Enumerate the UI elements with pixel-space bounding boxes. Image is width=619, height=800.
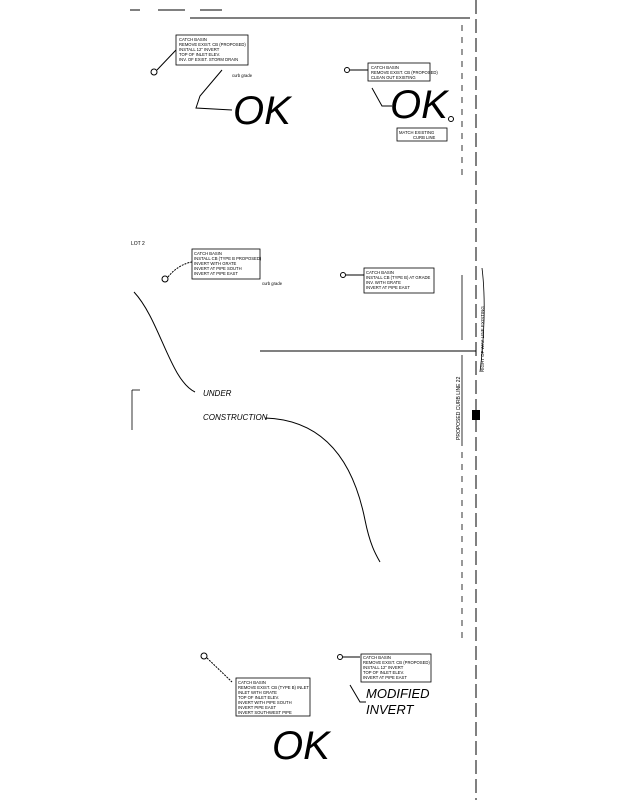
annotation-text: CATCH BASIN xyxy=(194,251,222,256)
lot-label: LOT 2 xyxy=(131,241,145,247)
callout-3: CATCH BASIN INSTALL CB (TYPE B PROPOSED)… xyxy=(161,248,283,286)
invert-label: INVERT xyxy=(366,702,414,717)
manhole-symbol xyxy=(472,410,480,420)
annotation-text: CATCH BASIN xyxy=(179,37,207,42)
construction-label: CONSTRUCTION xyxy=(203,413,268,422)
annotation-text: INSTALL CB (TYPE B PROPOSED) xyxy=(194,256,262,261)
annotation-text: INLET WITH GRATE xyxy=(238,690,277,695)
ok-stamp: OK xyxy=(390,83,450,127)
annotation-text: INVERT PIPE EAST xyxy=(238,705,276,710)
annotation-text: curb grade xyxy=(262,281,283,286)
annotation-text: CATCH BASIN xyxy=(363,655,391,660)
annotation-text: INV. WITH GRATE xyxy=(366,280,401,285)
annotation-text: INSTALL CB (TYPE B) AT GRADE xyxy=(366,275,431,280)
annotation-text: CATCH BASIN xyxy=(371,65,399,70)
callout-5: CATCH BASIN REMOVE EXIST. CB (TYPE B) IN… xyxy=(200,652,311,717)
annotation-text: CURB LINE xyxy=(413,135,436,140)
property-line-top xyxy=(130,9,470,19)
annotation-text: curb grade xyxy=(232,73,253,78)
annotation-text: INVERT AT PIPE SOUTH xyxy=(194,266,242,271)
annotation-text: INSTALL 12" INVERT xyxy=(179,47,220,52)
annotation-text: TOP OF INLET ELEV. xyxy=(179,52,220,57)
annotation-text: INVERT WITH PIPE SOUTH xyxy=(238,700,292,705)
curb-line-label: PROPOSED CURB LINE 22 xyxy=(456,376,462,440)
construction-boundary-curve xyxy=(133,291,196,393)
ok-stamp: OK xyxy=(272,724,332,768)
construction-boundary-curve-2 xyxy=(264,417,381,563)
callout-2: CATCH BASIN REMOVE EXIST. CB (PROPOSED) … xyxy=(344,62,454,142)
annotation-text: CLEAN OUT EXISTING xyxy=(371,75,416,80)
edge-marks xyxy=(131,389,140,430)
callout-6: CATCH BASIN REMOVE EXIST. CB (PROPOSED) … xyxy=(337,653,432,703)
annotation-text: INVERT AT PIPE EAST xyxy=(363,675,407,680)
annotation-text: REMOVE EXIST. CB (PROPOSED) xyxy=(179,42,246,47)
modified-label: MODIFIED xyxy=(366,686,430,701)
annotation-text: CATCH BASIN xyxy=(238,680,266,685)
annotation-text: INVERT SOUTHWEST PIPE xyxy=(238,710,292,715)
annotation-text: INVERT WITH GRATE xyxy=(194,261,237,266)
annotation-text: REMOVE EXIST. CB (PROPOSED) xyxy=(371,70,438,75)
annotation-text: INVERT AT PIPE EAST xyxy=(194,271,238,276)
annotation-text: TOP OF INLET ELEV. xyxy=(363,670,404,675)
annotation-text: CATCH BASIN xyxy=(366,270,394,275)
annotation-text: INVERT AT PIPE EAST xyxy=(366,285,410,290)
annotation-text: INV. OF EXIST. STORM DRAIN xyxy=(179,57,238,62)
ok-stamp: OK xyxy=(233,89,293,133)
callout-4: CATCH BASIN INSTALL CB (TYPE B) AT GRADE… xyxy=(340,267,435,294)
annotation-text: MATCH EXISTING xyxy=(399,130,434,135)
annotation-text: REMOVE EXIST. CB (TYPE B) INLET xyxy=(238,685,309,690)
annotation-text: REMOVE EXIST. CB (PROPOSED) xyxy=(363,660,430,665)
callout-1: CATCH BASIN REMOVE EXIST. CB (PROPOSED) … xyxy=(150,34,253,111)
annotation-text: INSTALL 12" INVERT xyxy=(363,665,404,670)
right-of-way-label: RIGHT OF WAY LINE EXISTING xyxy=(480,306,485,372)
right-of-way-curve xyxy=(479,267,485,373)
under-label: UNDER xyxy=(203,389,232,398)
annotation-text: TOP OF INLET ELEV. xyxy=(238,695,279,700)
